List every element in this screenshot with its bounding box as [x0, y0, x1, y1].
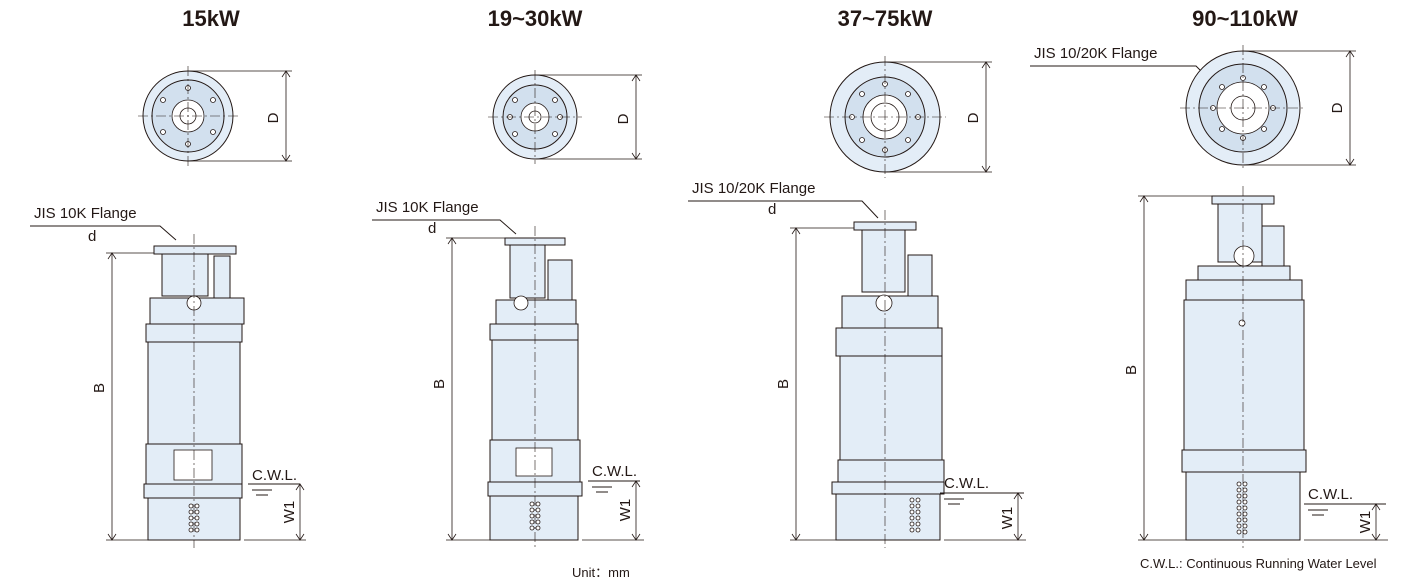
dimension-D-37-75kw: D	[965, 112, 982, 123]
dimension-B-37-75kw: B	[775, 379, 792, 389]
cwl-note: C.W.L.: Continuous Running Water Level	[1140, 556, 1377, 571]
side-view-19-30kw	[487, 226, 583, 548]
side-view-90-110kw	[1181, 186, 1307, 548]
flange-label-19-30kw: JIS 10K Flange	[376, 199, 479, 216]
dimension-W1-90-110kw: W1	[1357, 511, 1374, 534]
unit-note: Unit：mm	[572, 565, 630, 578]
strainer-holes-37-75kw	[909, 497, 921, 533]
d-label-15kw: d	[88, 228, 96, 245]
pump-15kw: D JIS 10K Flange d	[30, 66, 306, 548]
d-label-19-30kw: d	[428, 220, 436, 237]
dimension-D-15kw: D	[265, 112, 282, 123]
flange-label-37-75kw: JIS 10/20K Flange	[692, 180, 815, 197]
model-title-19-30kw: 19~30kW	[488, 6, 583, 31]
dimension-B-15kw: B	[91, 383, 108, 393]
dimension-W1-37-75kw: W1	[999, 507, 1016, 530]
cwl-label-19-30kw: C.W.L.	[592, 463, 637, 480]
top-view-15kw: D	[138, 66, 292, 166]
flange-label-15kw: JIS 10K Flange	[34, 205, 137, 222]
top-view-37-75kw: D	[824, 56, 992, 178]
dimension-W1-15kw: W1	[281, 501, 298, 524]
pump-37-75kw: D JIS 10/20K Flange d	[688, 56, 1026, 548]
model-title-90-110kw: 90~110kW	[1192, 6, 1298, 31]
dimension-B-19-30kw: B	[431, 379, 448, 389]
cwl-label-15kw: C.W.L.	[252, 467, 297, 484]
strainer-holes-15kw	[188, 503, 200, 533]
dimension-W1-19-30kw: W1	[617, 499, 634, 522]
cwl-label-37-75kw: C.W.L.	[944, 475, 989, 492]
d-label-37-75kw: d	[768, 201, 776, 218]
top-view-19-30kw: D	[488, 70, 642, 164]
model-title-37-75kw: 37~75kW	[838, 6, 933, 31]
cwl-label-90-110kw: C.W.L.	[1308, 486, 1353, 503]
dimension-D-19-30kw: D	[615, 113, 632, 124]
dimension-D-90-110kw: D	[1329, 102, 1346, 113]
model-title-15kw: 15kW	[182, 6, 240, 31]
flange-label-90-110kw: JIS 10/20K Flange	[1034, 45, 1157, 62]
side-view-15kw	[143, 234, 245, 548]
pump-90-110kw: JIS 10/20K Flange D	[1030, 45, 1388, 548]
strainer-holes-90-110kw	[1236, 481, 1248, 535]
pump-19-30kw: D JIS 10K Flange d	[372, 70, 644, 548]
strainer-holes-19-30kw	[529, 501, 541, 531]
dimension-B-90-110kw: B	[1123, 365, 1140, 375]
top-view-90-110kw: D	[1180, 45, 1356, 171]
side-view-37-75kw	[831, 210, 945, 548]
